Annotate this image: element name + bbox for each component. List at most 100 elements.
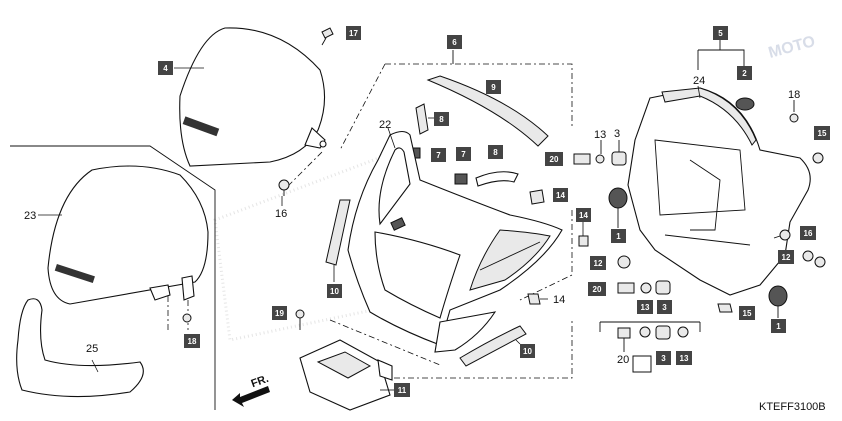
svg-text:3: 3	[661, 354, 666, 363]
part-label-10: 10	[520, 344, 535, 358]
part-label-24: 24	[693, 75, 705, 87]
svg-text:MOTO: MOTO	[767, 33, 817, 62]
screw-18-right	[789, 100, 799, 123]
part-label-18: 18	[184, 334, 200, 348]
svg-text:15: 15	[743, 309, 752, 318]
part-label-16: 16	[275, 208, 287, 220]
part-label-14: 14	[576, 208, 591, 222]
headlight-housing-24	[627, 85, 811, 296]
trim-strip-9	[426, 75, 549, 147]
part-label-7: 7	[456, 147, 471, 161]
fastener-set-top	[573, 140, 627, 166]
part-label-10: 10	[327, 284, 342, 298]
svg-text:16: 16	[275, 208, 287, 220]
part-label-20: 20	[588, 282, 606, 296]
svg-text:7: 7	[461, 150, 466, 159]
clip-14-c	[527, 293, 548, 305]
svg-text:18: 18	[788, 89, 800, 101]
part-label-18: 18	[788, 89, 800, 101]
part-label-17: 17	[346, 26, 361, 40]
part-label-8: 8	[434, 112, 449, 126]
diagram-code: KTEFF3100B	[759, 401, 826, 413]
part-label-11: 11	[394, 383, 410, 397]
svg-text:14: 14	[556, 191, 565, 200]
part-label-4: 4	[158, 61, 173, 75]
svg-text:1: 1	[616, 232, 621, 241]
clip-15-bottom	[717, 303, 733, 313]
group-frame-6	[329, 50, 573, 379]
part-label-2: 2	[737, 66, 752, 80]
bolt-16-right	[773, 229, 791, 241]
svg-text:9: 9	[491, 83, 496, 92]
part-label-14: 14	[553, 188, 568, 202]
svg-text:18: 18	[188, 337, 197, 346]
windscreen-lower	[38, 165, 209, 330]
svg-text:23: 23	[24, 210, 36, 222]
svg-text:8: 8	[439, 115, 444, 124]
bracket-11	[299, 339, 394, 411]
svg-text:14: 14	[579, 211, 588, 220]
svg-text:22: 22	[379, 119, 391, 131]
watermark-logo: MOTO	[767, 33, 817, 62]
svg-text:3: 3	[614, 128, 620, 140]
svg-text:6: 6	[452, 38, 457, 47]
svg-text:8: 8	[493, 148, 498, 157]
clip-8-a	[415, 103, 434, 135]
part-label-22: 22	[379, 119, 391, 131]
svg-text:2: 2	[742, 69, 747, 78]
part-label-12: 12	[590, 256, 606, 270]
screw-17	[321, 27, 334, 46]
svg-text:17: 17	[349, 29, 358, 38]
clip-14-b	[578, 220, 589, 247]
part-label-7: 7	[431, 148, 446, 162]
svg-text:24: 24	[693, 75, 705, 87]
part-label-23: 23	[24, 210, 36, 222]
bolt-16-left	[278, 151, 323, 206]
strip-10-right	[459, 325, 527, 367]
svg-text:16: 16	[804, 229, 813, 238]
part-label-13: 13	[676, 351, 692, 365]
part-label-8: 8	[488, 145, 503, 159]
nut-15-top	[812, 152, 824, 164]
group-frame-5	[697, 40, 745, 70]
svg-text:13: 13	[594, 129, 606, 141]
part-label-14: 14	[553, 294, 565, 306]
cowl-watermark	[390, 217, 406, 231]
front-cowl-22	[347, 127, 563, 353]
clip-8-b	[475, 171, 519, 187]
part-label-15: 15	[814, 126, 830, 140]
windscreen-upper	[174, 27, 327, 167]
svg-text:1: 1	[776, 322, 781, 331]
svg-text:13: 13	[680, 354, 689, 363]
nut-12-right	[802, 250, 826, 268]
part-label-1: 1	[771, 319, 786, 333]
part-label-16: 16	[800, 226, 816, 240]
part-label-13: 13	[594, 129, 606, 141]
screw-19	[295, 309, 305, 330]
clip-14-a	[529, 189, 545, 205]
part-label-5: 5	[713, 26, 728, 40]
svg-text:4: 4	[163, 64, 168, 73]
part-label-19: 19	[272, 306, 287, 320]
part-label-13: 13	[637, 300, 653, 314]
grommet-1-top	[608, 187, 628, 228]
svg-text:12: 12	[782, 253, 791, 262]
part-label-20: 20	[617, 354, 629, 366]
svg-text:3: 3	[662, 303, 667, 312]
svg-text:25: 25	[86, 343, 98, 355]
group-frame-bottom	[599, 321, 701, 373]
part-label-1: 1	[611, 229, 626, 243]
part-label-25: 25	[86, 343, 98, 355]
svg-text:11: 11	[398, 386, 407, 395]
part-label-3: 3	[656, 351, 671, 365]
part-label-20: 20	[545, 152, 563, 166]
part-label-9: 9	[486, 80, 501, 94]
svg-text:7: 7	[436, 151, 441, 160]
nut-12-left	[617, 255, 631, 269]
svg-text:12: 12	[594, 259, 603, 268]
svg-text:15: 15	[818, 129, 827, 138]
inset-frame	[10, 145, 216, 410]
svg-text:20: 20	[550, 155, 559, 164]
grommet-1-bottom	[768, 285, 788, 318]
